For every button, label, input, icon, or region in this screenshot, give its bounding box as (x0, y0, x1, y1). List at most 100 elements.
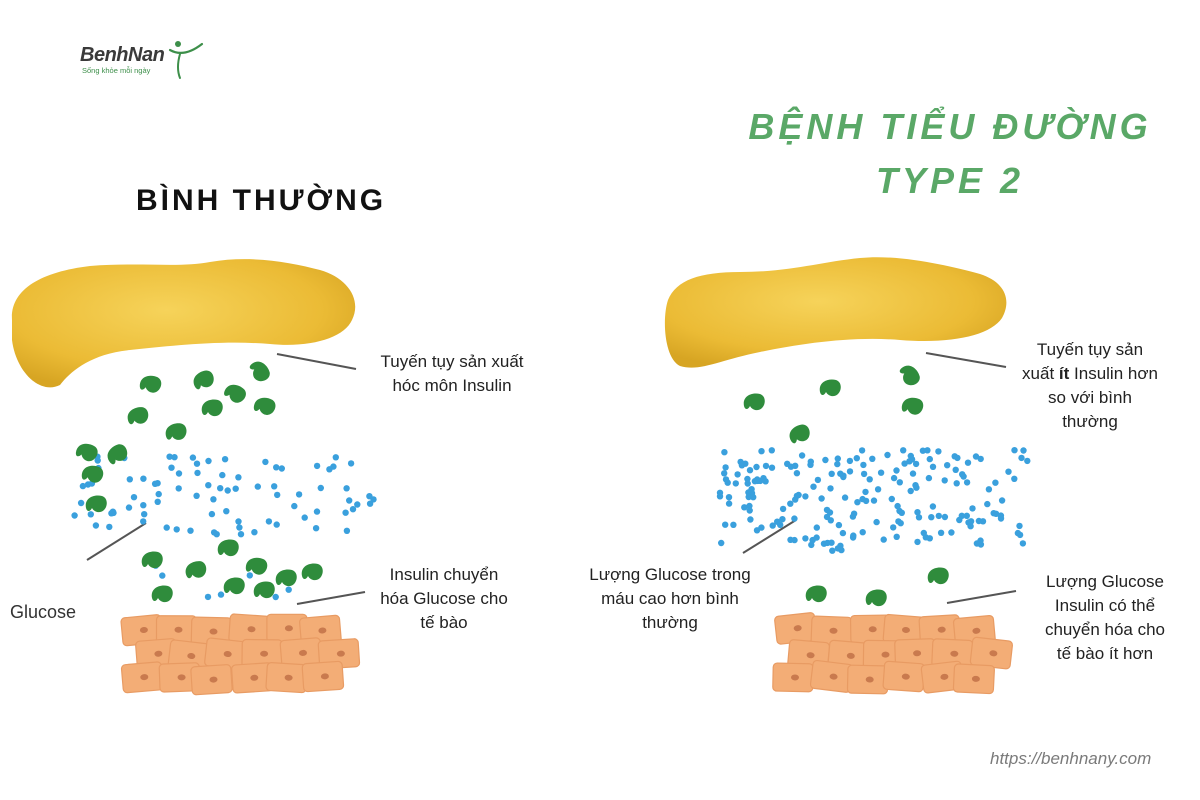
glucose-dot (732, 480, 739, 487)
glucose-dot (997, 515, 1005, 522)
glucose-dot (826, 509, 834, 516)
right-cells-label-line2: Insulin có thể (1054, 596, 1156, 615)
glucose-dot (366, 500, 374, 507)
glucose-dot (126, 476, 133, 483)
glucose-dot (907, 452, 914, 460)
glucose-dot (869, 455, 876, 462)
glucose-dot (235, 474, 242, 481)
right-pancreas-label-line2-post: Insulin hơn (1069, 364, 1158, 383)
insulin-molecules-left (74, 357, 323, 603)
glucose-dot (963, 512, 970, 519)
glucose-dot (291, 502, 298, 510)
glucose-dot (741, 504, 748, 511)
glucose-dot (798, 452, 806, 459)
pointer-line-right-pancreas (925, 352, 1007, 368)
glucose-dot (366, 493, 373, 500)
glucose-dot (787, 536, 794, 543)
right-pancreas-label-line2: xuất ít Insulin hơn (1010, 362, 1170, 386)
glucose-dot (236, 524, 243, 531)
insulin-molecule (201, 399, 223, 417)
glucose-dot (193, 460, 201, 467)
glucose-dot (154, 498, 161, 505)
glucose-dot (837, 542, 844, 549)
diabetes-title-line1: BỆNH TIỂU ĐƯỜNG (748, 106, 1152, 147)
insulin-molecule (301, 563, 323, 581)
glucose-dot (84, 481, 92, 488)
glucose-dot (722, 464, 729, 471)
glucose-dot (912, 460, 920, 468)
glucose-dot (262, 458, 269, 466)
website-url[interactable]: https://benhnany.com (990, 749, 1152, 768)
glucose-dot (140, 502, 147, 509)
glucose-dot (758, 448, 765, 455)
glucose-dot (313, 508, 321, 515)
glucose-dot (1024, 457, 1031, 465)
glucose-dot (342, 509, 349, 516)
glucose-dot (834, 455, 841, 462)
glucose-dot (94, 457, 101, 464)
glucose-dot (332, 454, 339, 461)
glucose-dot (265, 518, 273, 525)
glucose-dot (893, 467, 900, 474)
glucose-dot (820, 540, 828, 547)
glucose-dot (975, 517, 983, 525)
glucose-dot (787, 500, 794, 507)
glucose-dot (888, 495, 895, 503)
glucose-dot (224, 487, 231, 494)
glucose-dot (159, 572, 166, 579)
left-insulin-label: Insulin chuyển hóa Glucose cho tế bào (370, 563, 518, 635)
insulin-molecule (138, 373, 163, 394)
right-pancreas-label: Tuyến tụy sản xuất ít Insulin hơn so với… (1010, 338, 1170, 434)
glucose-dot (956, 516, 963, 524)
glucose-dot (941, 477, 948, 484)
insulin-molecule (223, 577, 245, 595)
glucose-dot (251, 529, 258, 536)
glucose-dot (859, 529, 866, 536)
glucose-dot (915, 514, 923, 521)
glucose-dot (166, 453, 173, 460)
glucose-dot (992, 479, 999, 486)
logo-tagline: Sống khỏe mỗi ngày (82, 66, 151, 75)
glucose-dot (873, 518, 880, 526)
insulin-molecule (253, 581, 275, 599)
cell-cluster-right (772, 611, 1014, 695)
glucose-dot (896, 479, 903, 486)
glucose-dot (914, 509, 921, 516)
glucose-dots-right (716, 447, 1031, 554)
glucose-dot (1019, 540, 1027, 547)
glucose-dot (802, 493, 809, 500)
glucose-dot (745, 493, 752, 501)
insulin-molecule (786, 422, 813, 446)
pointer-line-right-blood (742, 519, 797, 554)
glucose-dot (221, 456, 229, 463)
glucose-dot (326, 466, 333, 473)
glucose-dot (849, 534, 857, 541)
glucose-dot (254, 483, 261, 490)
glucose-dot (187, 527, 194, 534)
glucose-dot (846, 468, 854, 475)
right-blood-label-line2: máu cao hơn bình (601, 589, 739, 608)
right-pancreas-label-line2-bold: ít (1058, 364, 1070, 383)
pointer-line-right-cells (946, 590, 1017, 604)
logo-swoosh-icon (168, 41, 204, 79)
glucose-dot (747, 516, 754, 523)
insulin-molecule (275, 569, 297, 587)
glucose-dot (901, 460, 908, 467)
glucose-dot (173, 526, 180, 533)
glucose-dot (237, 531, 245, 538)
glucose-dot (941, 513, 949, 521)
insulin-molecule (897, 361, 923, 389)
glucose-dot (818, 495, 825, 502)
glucose-dot (217, 485, 224, 492)
glucose-dot (909, 470, 917, 477)
insulin-molecule (743, 393, 765, 411)
logo-wordmark: BenhNan (80, 44, 165, 66)
glucose-dot (217, 591, 225, 598)
glucose-dot (734, 471, 741, 478)
body-cell (882, 660, 926, 693)
glucose-dot (893, 533, 900, 540)
glucose-dot (219, 471, 226, 479)
glucose-dot (913, 484, 920, 491)
pointer-line-left-pancreas (276, 353, 357, 370)
glucose-dot (725, 500, 733, 507)
